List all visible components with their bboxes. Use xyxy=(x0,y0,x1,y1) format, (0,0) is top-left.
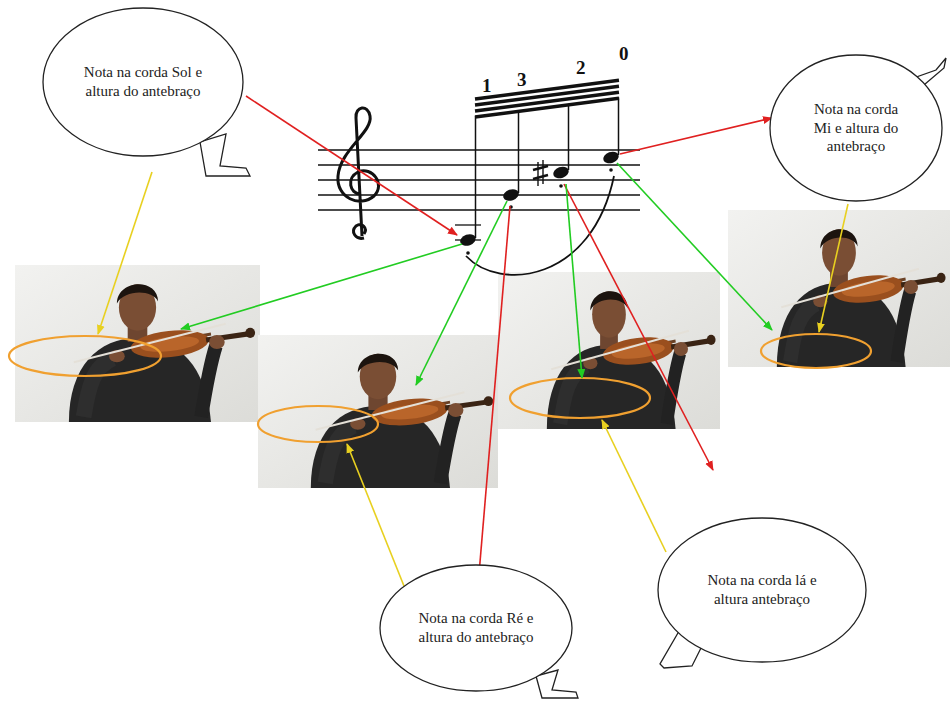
speech-bubble: Nota na corda Sol e altura do antebraço xyxy=(40,4,250,182)
violinist-photo xyxy=(15,265,260,422)
fingering-number: 1 xyxy=(482,76,492,95)
fingering-number: 0 xyxy=(619,44,629,63)
sharp-sign xyxy=(533,160,548,186)
bubble-ellipse xyxy=(380,565,572,691)
red-arrows xyxy=(246,96,772,574)
notes xyxy=(459,150,621,255)
music-staff xyxy=(318,80,640,275)
photo-group xyxy=(9,210,950,488)
bubble-text-block: Nota na corda Ré e altura do antebraço xyxy=(415,609,537,647)
green-arrows xyxy=(181,163,772,385)
bubble-tail xyxy=(200,134,250,176)
forearm-highlight xyxy=(510,378,650,418)
speech-bubble: Nota na corda Ré e altura do antebraço xyxy=(378,562,584,702)
forearm-highlight xyxy=(258,406,378,442)
forearm-highlight xyxy=(9,336,161,376)
bubble-text-block: Nota na corda Sol e altura do antebraço xyxy=(78,63,208,101)
treble-clef xyxy=(338,108,379,238)
bubble-ellipse xyxy=(770,55,942,201)
violinist-photo xyxy=(258,335,498,488)
bubble-text: Nota na corda lá e altura antebraço xyxy=(698,571,826,609)
bubble-text: Nota na corda Mi e altura do antebraço xyxy=(806,100,906,156)
bubble-text-block: Nota na corda Mi e altura do antebraço xyxy=(806,100,906,156)
violinist-photo xyxy=(498,272,720,429)
fingering-number: 3 xyxy=(517,70,527,89)
forearm-highlight xyxy=(761,334,871,368)
bubble-text-block: Nota na corda lá e altura antebraço xyxy=(698,571,826,609)
violinist-photo xyxy=(728,210,950,367)
slur xyxy=(466,176,614,275)
speech-bubble: Nota na corda lá e altura antebraço xyxy=(652,514,868,674)
bubble-ellipse xyxy=(658,518,866,662)
bubble-text: Nota na corda Sol e altura do antebraço xyxy=(78,63,208,101)
beams xyxy=(475,80,619,117)
speech-bubble: Nota na corda Mi e altura do antebraço xyxy=(768,50,948,206)
stems xyxy=(476,97,619,238)
fingering-number: 2 xyxy=(576,58,586,77)
bubble-text: Nota na corda Ré e altura do antebraço xyxy=(415,609,537,647)
bubble-ellipse xyxy=(43,8,243,156)
